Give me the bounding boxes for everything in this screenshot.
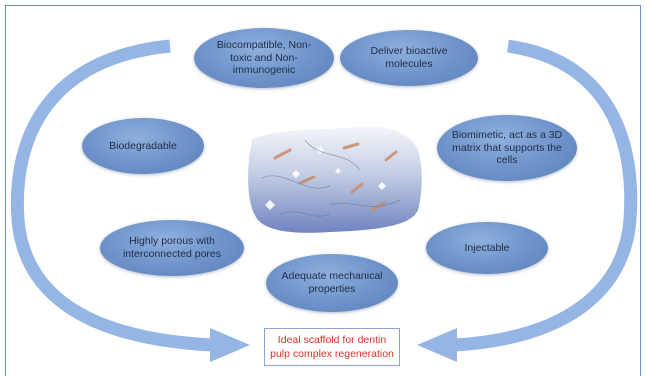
result-line-2: pulp complex regeneration bbox=[270, 348, 394, 360]
left-cycle-arrow bbox=[10, 39, 213, 352]
node-bioactive-molecules: Deliver bioactive molecules bbox=[340, 30, 478, 86]
left-arrowhead bbox=[210, 328, 250, 362]
node-biomimetic: Biomimetic, act as a 3D matrix that supp… bbox=[437, 115, 577, 181]
result-line-1: Ideal scaffold for dentin bbox=[277, 333, 387, 346]
node-porous: Highly porous with interconnected pores bbox=[100, 220, 244, 276]
node-injectable: Injectable bbox=[426, 222, 548, 274]
scaffold-illustration bbox=[248, 126, 422, 233]
right-arrowhead bbox=[417, 328, 457, 362]
diagram-frame bbox=[5, 5, 641, 376]
node-biocompatible: Biocompatible, Non-toxic and Non-immunog… bbox=[194, 28, 334, 88]
right-cycle-arrow bbox=[454, 39, 638, 352]
node-mechanical-properties: Adequate mechanical properties bbox=[266, 254, 398, 312]
result-box: Ideal scaffold for dentin pulp complex r… bbox=[264, 328, 400, 366]
node-biodegradable: Biodegradable bbox=[82, 118, 204, 174]
